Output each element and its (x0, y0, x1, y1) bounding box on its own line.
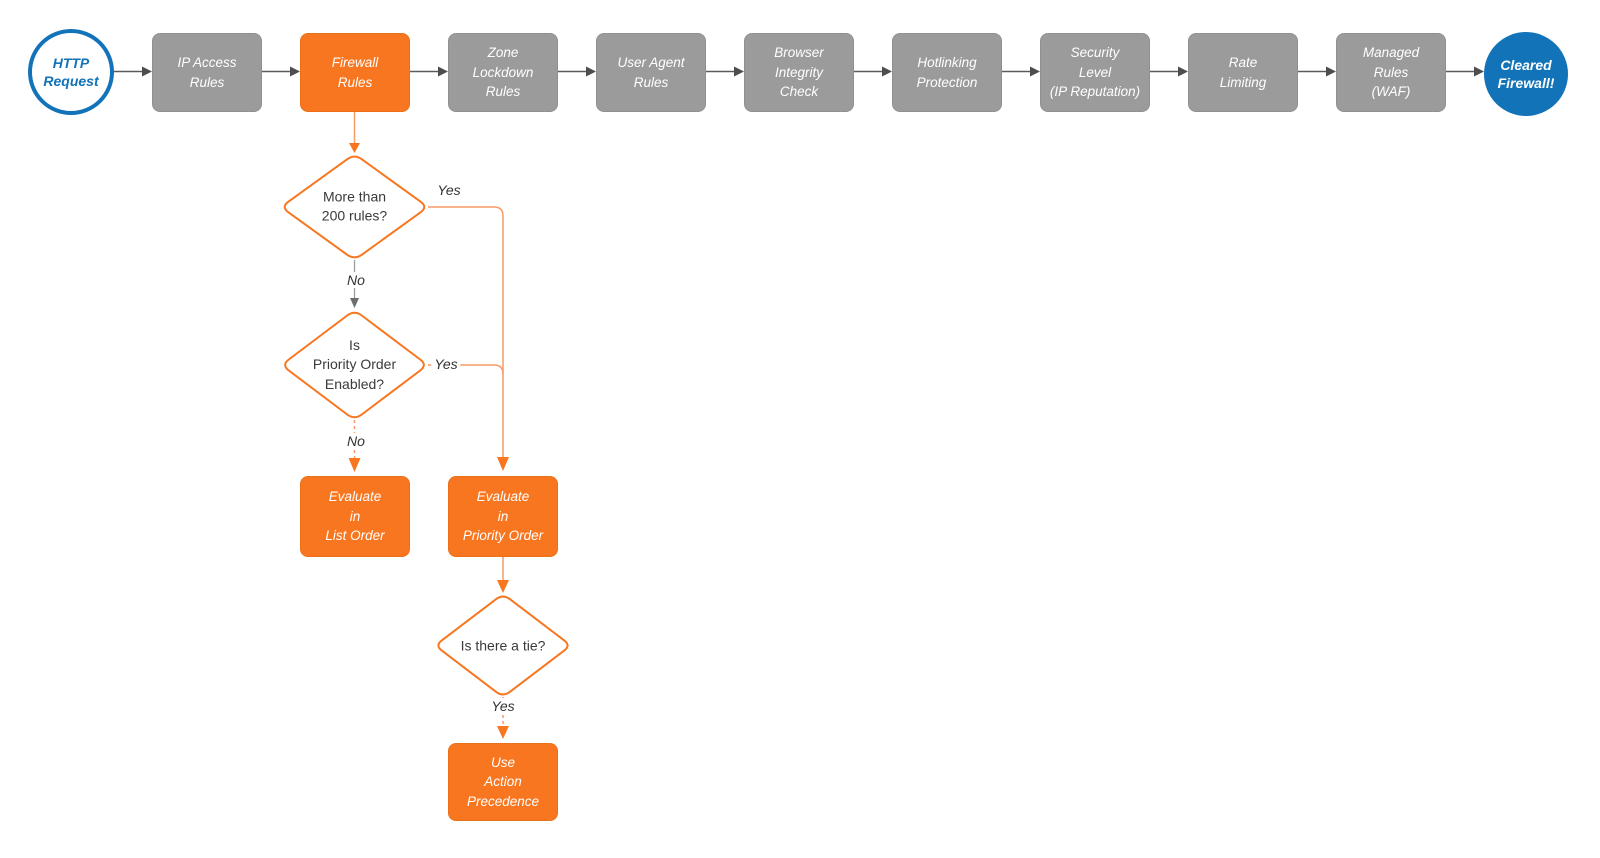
outcome-label: Use Action Precedence (466, 754, 540, 809)
decision-more-than-200-rules: More than 200 rules? (321, 188, 388, 224)
stage-ip-access-rules: IP Access Rules (152, 33, 262, 112)
decision-diamond-shape (437, 595, 569, 696)
edge-label-yes: Yes (434, 182, 464, 198)
stage-managed-rules-waf: Managed Rules (WAF) (1336, 33, 1446, 112)
stage-label: Rate Limiting (1219, 54, 1267, 90)
stage-label: Security Level (IP Reputation) (1049, 45, 1141, 100)
stage-label: Hotlinking Protection (916, 54, 978, 90)
decision-is-there-a-tie: Is there a tie? (460, 637, 546, 654)
edge-label-no: No (344, 272, 368, 288)
decision-diamond-shape (284, 311, 425, 419)
start-node-http-request: HTTP Request (28, 29, 114, 115)
stage-label: User Agent Rules (617, 54, 685, 90)
pipeline-arrows (114, 66, 1484, 77)
end-node-cleared-firewall: Cleared Firewall! (1484, 32, 1568, 116)
stage-rate-limiting: Rate Limiting (1188, 33, 1298, 112)
outcome-evaluate-in-list-order: Evaluate in List Order (300, 476, 410, 557)
stage-label: IP Access Rules (177, 54, 237, 90)
outcome-label: Evaluate in Priority Order (462, 489, 544, 544)
stage-label: Firewall Rules (331, 54, 379, 90)
outcome-label: Evaluate in List Order (325, 489, 385, 544)
stage-user-agent-rules: User Agent Rules (596, 33, 706, 112)
stage-hotlinking-protection: Hotlinking Protection (892, 33, 1002, 112)
stage-label: Managed Rules (WAF) (1362, 45, 1420, 100)
outcome-evaluate-in-priority-order: Evaluate in Priority Order (448, 476, 558, 557)
decision-diamond-shape (283, 155, 426, 259)
decision-diamonds (283, 155, 569, 696)
start-node-label: HTTP Request (43, 54, 99, 89)
branch-connectors (348, 112, 509, 739)
stage-firewall-rules: Firewall Rules (300, 33, 410, 112)
stage-browser-integrity-check: Browser Integrity Check (744, 33, 854, 112)
stage-security-level: Security Level (IP Reputation) (1040, 33, 1150, 112)
stage-label: Browser Integrity Check (774, 45, 824, 100)
stage-label: Zone Lockdown Rules (472, 45, 534, 100)
edge-label-no: No (344, 433, 368, 449)
decision-priority-order-enabled: Is Priority Order Enabled? (312, 337, 397, 392)
edge-label-yes: Yes (431, 356, 461, 372)
outcome-use-action-precedence: Use Action Precedence (448, 743, 558, 821)
end-node-label: Cleared Firewall! (1497, 56, 1555, 91)
stage-zone-lockdown-rules: Zone Lockdown Rules (448, 33, 558, 112)
edge-label-yes: Yes (488, 698, 518, 714)
